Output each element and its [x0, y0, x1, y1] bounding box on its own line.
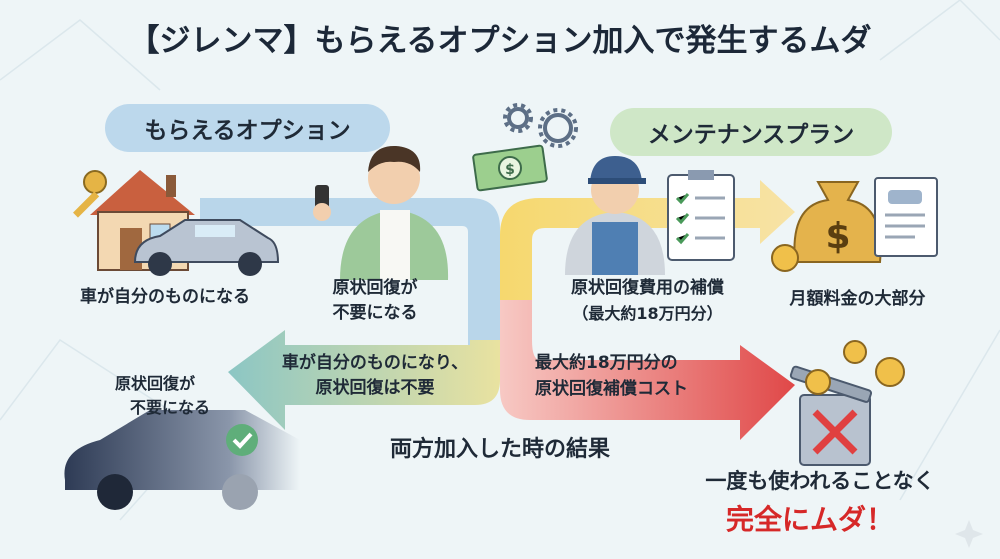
money-bill-icon: $ [472, 144, 548, 192]
monthly-fee-text: 月額料金の大部分 [789, 289, 926, 309]
car-icon [133, 219, 280, 276]
red-right-arrow [500, 300, 795, 440]
no-restoration-line1: 原状回復が [332, 278, 418, 298]
document-icon [874, 177, 938, 257]
left-arrow-text-line1: 車が自分のものになり、 [281, 353, 469, 373]
no-restoration-line2: 不要になる [332, 303, 418, 323]
gear-icon [503, 103, 578, 148]
money-bag-icon: $ [771, 181, 882, 272]
person-with-key-illustration [313, 145, 449, 280]
left-arrow-text-line2: 原状回復は不要 [315, 378, 435, 398]
maintenance-section-label: メンテナンスプラン [610, 108, 892, 156]
svg-text:$: $ [505, 162, 515, 178]
left-result-line1: 原状回復が [114, 374, 195, 393]
faded-car-illustration [64, 410, 300, 510]
coin-icon [805, 340, 905, 395]
clipboard-checklist-icon [667, 170, 735, 261]
svg-text:$: $ [825, 216, 850, 257]
right-arrow-text-line2: 原状回復補償コスト [535, 379, 688, 399]
teal-left-arrow [228, 330, 500, 430]
left-result-line2: 不要になる [129, 398, 210, 417]
restoration-coverage-line1: 原状回復費用の補償 [571, 278, 724, 298]
sparkle-icon [955, 520, 983, 548]
restoration-coverage-line2: （最大約18万円分） [572, 304, 723, 323]
car-ownership-text: 車が自分のものになる [80, 287, 250, 307]
page-title: 【ジレンマ】もらえるオプション加入で発生するムダ [128, 23, 872, 59]
gear-icon [507, 107, 573, 143]
result-line1: 一度も使われることなく [705, 469, 935, 493]
check-icon [226, 424, 258, 456]
mechanic-illustration [565, 156, 665, 275]
result-heading: 両方加入した時の結果 [389, 437, 610, 462]
key-icon [73, 170, 107, 218]
trash-can-icon [789, 365, 873, 466]
result-line2-waste: 完全にムダ！ [725, 503, 894, 536]
option-section-label: もらえるオプション [105, 104, 390, 152]
right-arrow-text-line1: 最大約18万円分の [535, 353, 678, 373]
